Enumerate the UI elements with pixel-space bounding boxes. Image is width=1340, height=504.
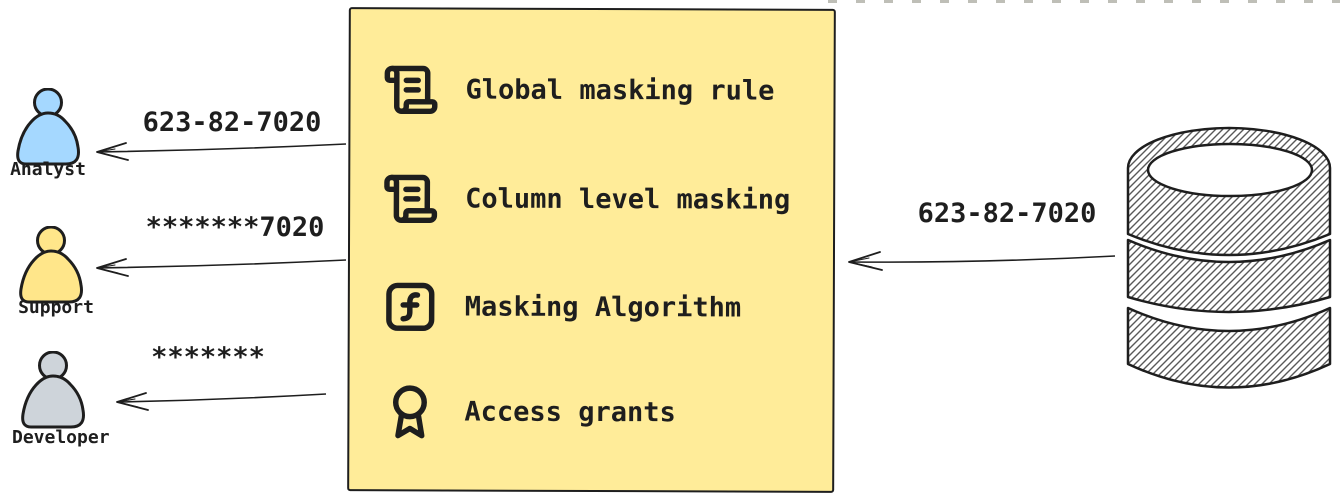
scroll-icon xyxy=(384,65,438,114)
developer-label: Developer xyxy=(12,427,110,448)
support-label: Support xyxy=(18,297,94,318)
analyst-value-label: 623-82-7020 xyxy=(142,107,322,138)
arrow-database-to-box xyxy=(848,251,1116,271)
arrow-to-analyst xyxy=(96,142,347,161)
database-value-label: 623-82-7020 xyxy=(917,198,1097,229)
arrow-to-developer xyxy=(116,392,327,411)
analyst-label: Analyst xyxy=(10,159,86,180)
database-top-opening xyxy=(1146,142,1314,198)
database-bottom-band xyxy=(1126,306,1332,389)
policy-row-access-grants: Access grants xyxy=(381,379,676,444)
database-middle-band xyxy=(1126,238,1332,314)
policy-row-global-masking-rule: Global masking rule xyxy=(382,57,774,122)
analyst-person-icon xyxy=(16,88,80,166)
arrow-to-support xyxy=(96,258,347,277)
policy-row-column-level-masking: Column level masking xyxy=(382,166,790,231)
developer-person-icon xyxy=(21,351,85,429)
policy-item-label: Column level masking xyxy=(465,183,791,216)
support-person-icon xyxy=(19,226,83,304)
policy-item-label: Masking Algorithm xyxy=(464,291,742,324)
policy-item-label: Access grants xyxy=(464,396,676,428)
masking-policy-box: Global masking rule Column level masking… xyxy=(347,7,836,493)
developer-value-label: ******* xyxy=(151,342,265,373)
database-illustration xyxy=(1126,126,1332,389)
function-icon xyxy=(386,282,435,331)
policy-item-label: Global masking rule xyxy=(465,74,775,107)
support-value-label: *******7020 xyxy=(145,212,325,243)
award-icon xyxy=(392,384,427,438)
canvas-edge-dashes xyxy=(828,0,1340,3)
scroll-icon xyxy=(384,174,438,223)
policy-row-masking-algorithm: Masking Algorithm xyxy=(382,274,742,339)
